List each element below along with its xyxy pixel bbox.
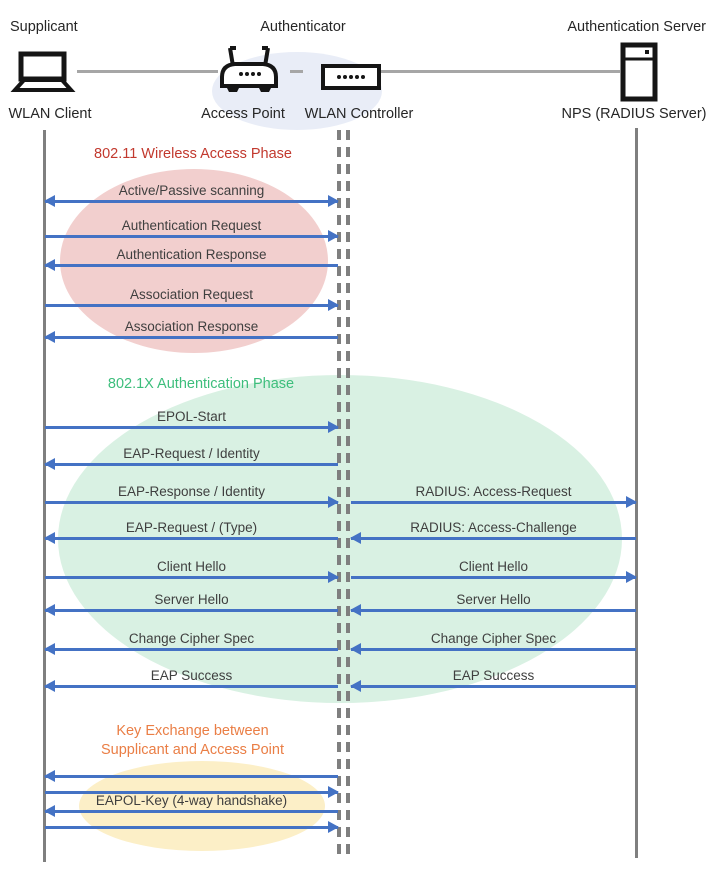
message-label (45, 809, 338, 825)
message-key-exchange-arrow-1 (44, 758, 338, 782)
supplicant-lifeline (43, 130, 46, 862)
arrow-left-icon (350, 604, 636, 616)
message-epol-start: EPOL-Start (45, 409, 339, 433)
message-label: Client Hello (458, 559, 529, 574)
arrow-left-icon (44, 805, 338, 817)
device-label-access-point: Access Point (201, 106, 285, 122)
message-label: EAP Success (150, 668, 233, 683)
message-label (45, 758, 338, 774)
message-eap-request-identity: EAP-Request / Identity (44, 446, 338, 470)
message-label: Association Response (124, 319, 259, 334)
message-client-hello-right: Client Hello (351, 559, 637, 583)
phase3-title-line2: Supplicant and Access Point (101, 742, 284, 758)
message-label (45, 774, 338, 790)
arrow-left-icon (44, 331, 338, 343)
arrow-right-icon (45, 786, 339, 798)
phase3-title: Key Exchange between Supplicant and Acce… (60, 722, 325, 760)
phase1-title: 802.11 Wireless Access Phase (94, 146, 292, 162)
message-label: Change Cipher Spec (430, 631, 557, 646)
message-label: Client Hello (156, 559, 227, 574)
message-label: Server Hello (456, 592, 531, 607)
message-eap-success-right: EAP Success (350, 668, 636, 692)
message-key-exchange-arrow-4 (45, 809, 339, 833)
arrow-left-icon (350, 680, 636, 692)
arrow-both-icon (44, 195, 339, 207)
device-label-wlan-client: WLAN Client (8, 106, 92, 122)
message-label: Change Cipher Spec (128, 631, 255, 646)
message-eapol-key-4way-handshake: EAPOL-Key (4-way handshake) (44, 793, 338, 817)
message-label: Server Hello (154, 592, 229, 607)
controller-lifeline-dash-1 (337, 130, 341, 858)
message-server-hello-right: Server Hello (350, 592, 636, 616)
arrow-left-icon (44, 458, 338, 470)
arrow-left-icon (44, 680, 338, 692)
controller-lifeline-dash-2 (346, 130, 350, 858)
role-label-supplicant: Supplicant (10, 19, 78, 35)
arrow-right-icon (351, 571, 637, 583)
connector-client-ap (77, 70, 218, 73)
message-label: EAP Success (452, 668, 535, 683)
arrow-right-icon (351, 496, 637, 508)
message-label: EPOL-Start (156, 409, 227, 424)
arrow-right-icon (45, 421, 339, 433)
message-label: EAPOL-Key (4-way handshake) (95, 793, 288, 808)
message-active-passive-scanning: Active/Passive scanning (44, 183, 339, 207)
device-label-nps-radius-server: NPS (RADIUS Server) (561, 106, 707, 122)
message-authentication-response: Authentication Response (44, 247, 338, 271)
access-point-icon (217, 44, 281, 99)
message-label: EAP-Response / Identity (117, 484, 266, 499)
arrow-right-icon (45, 496, 339, 508)
server-icon (620, 42, 658, 107)
message-change-cipher-spec-left: Change Cipher Spec (44, 631, 338, 655)
message-eap-response-identity: EAP-Response / Identity (45, 484, 339, 508)
message-label: Authentication Request (121, 218, 262, 233)
arrow-left-icon (44, 259, 338, 271)
message-label: Association Request (129, 287, 254, 302)
connector-ap-controller (290, 70, 303, 73)
laptop-icon (8, 50, 78, 99)
message-authentication-request: Authentication Request (45, 218, 339, 242)
phase1-ellipse (60, 169, 328, 353)
message-association-response: Association Response (44, 319, 338, 343)
arrow-left-icon (350, 532, 636, 544)
arrow-right-icon (45, 299, 339, 311)
arrow-right-icon (45, 821, 339, 833)
message-key-exchange-arrow-2 (45, 774, 339, 798)
arrow-left-icon (350, 643, 636, 655)
arrow-left-icon (44, 770, 338, 782)
message-radius-access-request: RADIUS: Access-Request (351, 484, 637, 508)
message-server-hello-left: Server Hello (44, 592, 338, 616)
connector-controller-server (381, 70, 620, 73)
message-label: RADIUS: Access-Challenge (410, 520, 577, 535)
message-eap-success-left: EAP Success (44, 668, 338, 692)
message-label: Active/Passive scanning (118, 183, 265, 198)
arrow-left-icon (44, 604, 338, 616)
message-eap-request-type: EAP-Request / (Type) (44, 520, 338, 544)
wlan-controller-icon (321, 64, 381, 95)
message-label: Authentication Response (116, 247, 267, 262)
arrow-left-icon (44, 643, 338, 655)
message-label: EAP-Request / (Type) (125, 520, 258, 535)
phase3-title-line1: Key Exchange between (116, 723, 269, 739)
arrow-right-icon (45, 571, 339, 583)
role-label-authentication-server: Authentication Server (567, 19, 706, 35)
arrow-left-icon (44, 532, 338, 544)
message-change-cipher-spec-right: Change Cipher Spec (350, 631, 636, 655)
role-label-authenticator: Authenticator (260, 19, 346, 35)
arrow-right-icon (45, 230, 339, 242)
message-radius-access-challenge: RADIUS: Access-Challenge (350, 520, 636, 544)
device-label-wlan-controller: WLAN Controller (304, 106, 414, 122)
message-association-request: Association Request (45, 287, 339, 311)
message-client-hello-left: Client Hello (45, 559, 339, 583)
server-lifeline (635, 128, 638, 858)
message-label: RADIUS: Access-Request (415, 484, 572, 499)
phase2-title: 802.1X Authentication Phase (107, 376, 295, 392)
message-label: EAP-Request / Identity (123, 446, 260, 461)
